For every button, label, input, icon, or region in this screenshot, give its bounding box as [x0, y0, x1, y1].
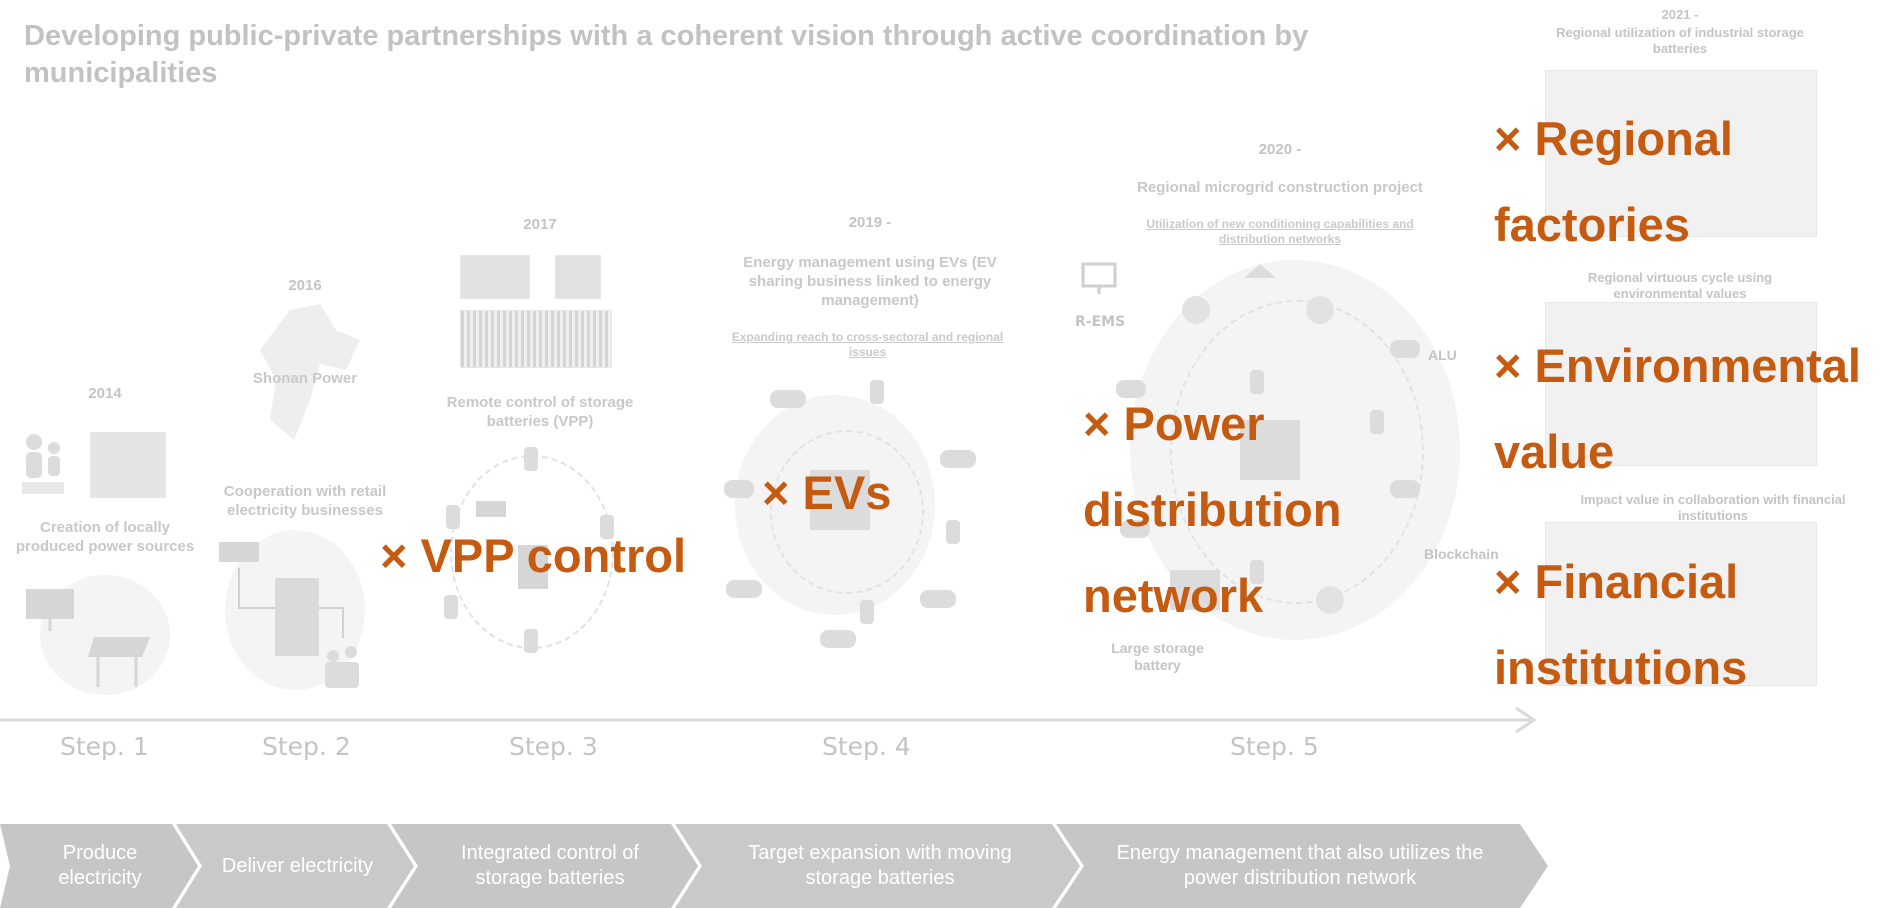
battery-icons [444, 447, 614, 653]
step3-year: 2017 [523, 216, 557, 233]
landscape-photo [90, 432, 166, 498]
environmental-line-1: × Environmental [1494, 339, 1861, 392]
future-caption-1: Regional utilization of industrial stora… [1556, 25, 1804, 56]
power-line-3: network [1083, 569, 1264, 622]
step1-label: Step. 1 [60, 732, 149, 761]
ev-icons [724, 380, 976, 648]
chevron-integrated-control: Integrated control of storage batteries [461, 842, 639, 889]
battery-photo-1 [460, 255, 530, 299]
vpp-control-highlight: × VPP control [380, 529, 687, 582]
future-caption-3: Impact value in collaboration with finan… [1580, 492, 1846, 523]
page-title: Developing public-private partnerships w… [24, 20, 1309, 89]
step4-sub: Expanding reach to cross-sectoral and re… [731, 330, 1004, 359]
step1-caption: Creation of locally produced power sourc… [15, 519, 195, 555]
large-storage-label: Large storage battery [1111, 640, 1204, 673]
future-caption-2: Regional virtuous cycle using environmen… [1587, 270, 1773, 301]
grid-icons [1116, 264, 1420, 614]
step2-caption: Cooperation with retail electricity busi… [223, 483, 387, 519]
financial-line-2: institutions [1494, 641, 1748, 694]
industrial-storage-diagram [1545, 70, 1817, 237]
step5-caption: Regional microgrid construction project [1137, 179, 1423, 196]
battery-rack-photo [460, 310, 612, 368]
alu-label: ALU [1428, 347, 1457, 363]
step4-ring [770, 430, 924, 594]
evs-highlight: × EVs [762, 466, 892, 519]
solar-panel-icon [26, 589, 150, 687]
process-chevron-bar: Produce electricity Deliver electricity … [0, 824, 1550, 908]
rems-label: R-EMS [1075, 314, 1126, 330]
step5-sub: Utilization of new conditioning capabili… [1146, 217, 1414, 246]
blockchain-label: Blockchain [1424, 546, 1499, 562]
building-icon [219, 542, 359, 688]
power-line-2: distribution [1083, 483, 1342, 536]
financial-impact-diagram [1545, 522, 1817, 686]
step2-label: Step. 2 [262, 732, 351, 761]
regional-line-2: factories [1494, 198, 1690, 251]
power-line-1: × Power [1083, 397, 1265, 450]
step1-year: 2014 [88, 385, 122, 402]
monitor-icon [1081, 262, 1117, 294]
step4-year: 2019 - [848, 214, 892, 231]
step4-label: Step. 4 [822, 732, 911, 761]
step5-year: 2020 - [1258, 141, 1302, 158]
chevron-shapes [0, 824, 1548, 908]
chevron-target-expansion: Target expansion with moving storage bat… [748, 842, 1012, 889]
chevron-produce: Produce electricity [58, 842, 142, 889]
step2-year: 2016 [288, 277, 322, 294]
step5-ring [1170, 300, 1424, 604]
battery-photo-2 [555, 255, 601, 299]
step4-caption: Energy management using EVs (EV sharing … [743, 254, 997, 309]
shonan-power-label: Shonan Power [252, 370, 358, 387]
chevron-deliver: Deliver electricity [221, 854, 374, 877]
timeline-arrow [0, 706, 1537, 734]
future-year: 2021 - [1661, 7, 1699, 22]
step3-caption: Remote control of storage batteries (VPP… [446, 394, 634, 430]
step3-label: Step. 3 [509, 732, 598, 761]
financial-line-1: × Financial [1494, 555, 1739, 608]
step5-label: Step. 5 [1230, 732, 1319, 761]
chevron-energy-management: Energy management that also utilizes the… [1116, 842, 1484, 889]
environmental-value-diagram [1545, 302, 1817, 466]
environmental-line-2: value [1494, 425, 1615, 478]
regional-line-1: × Regional [1494, 112, 1733, 165]
people-icon [22, 434, 64, 494]
map-icon [260, 304, 360, 440]
